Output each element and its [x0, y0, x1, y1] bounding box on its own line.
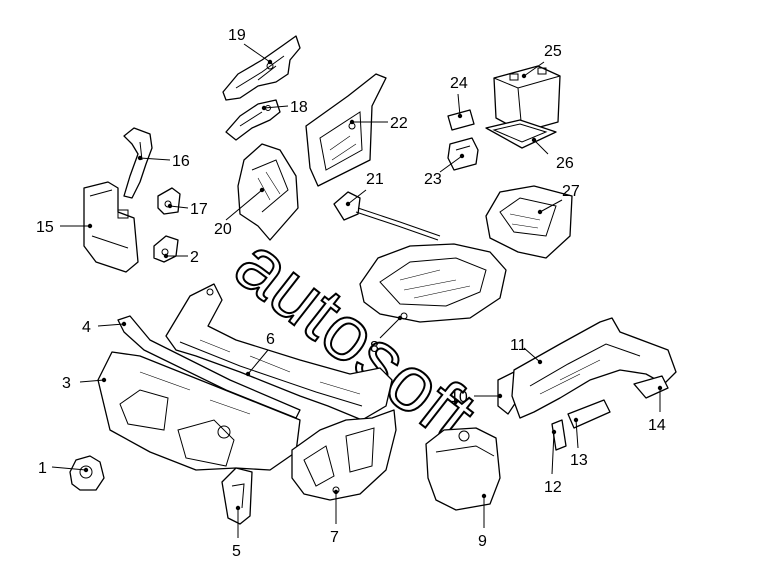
part-26-tray-pad[interactable]	[485, 119, 557, 149]
leader-line-18	[263, 105, 289, 109]
part-13-plate[interactable]	[567, 399, 611, 429]
leader-dot-9	[481, 493, 487, 499]
part-12-bracket[interactable]	[551, 419, 567, 451]
callout-24[interactable]: 24	[450, 75, 468, 92]
leader-dot-10	[497, 393, 503, 399]
leader-line-21	[347, 189, 367, 205]
callout-26[interactable]: 26	[556, 155, 574, 172]
leader-dot-17	[167, 203, 173, 209]
part-20-strut-tower[interactable]	[237, 143, 299, 241]
leader-dot-19	[267, 59, 273, 65]
callout-25[interactable]: 25	[544, 43, 562, 60]
leader-dot-1	[83, 467, 89, 473]
part-27-battery-tray[interactable]	[485, 185, 573, 259]
leader-line-26	[533, 139, 549, 155]
part-4-rail[interactable]	[117, 315, 301, 419]
leader-dot-23	[459, 153, 465, 159]
leader-dot-6	[245, 371, 251, 377]
callout-17[interactable]: 17	[190, 201, 208, 218]
leader-line-16	[139, 157, 171, 161]
leader-dot-11	[537, 359, 543, 365]
leader-dot-15	[87, 223, 93, 229]
callout-4[interactable]: 4	[82, 319, 91, 336]
leader-dot-13	[573, 417, 579, 423]
leader-line-6	[247, 349, 269, 375]
leader-dot-21	[345, 201, 351, 207]
leader-line-13	[575, 419, 579, 449]
leader-line-17	[169, 205, 189, 209]
callout-3[interactable]: 3	[62, 375, 71, 392]
leader-dot-26	[531, 137, 537, 143]
part-5-bracket[interactable]	[221, 467, 253, 525]
leader-dot-5	[235, 505, 241, 511]
leader-line-27	[539, 199, 563, 213]
callout-2[interactable]: 2	[190, 249, 199, 266]
part-19-bracket[interactable]	[222, 35, 301, 101]
leader-line-11	[523, 347, 541, 363]
part-24-pad[interactable]	[447, 109, 475, 131]
part-25-battery[interactable]	[493, 65, 561, 133]
leader-dot-14	[657, 385, 663, 391]
leader-line-25	[523, 61, 545, 77]
leader-dot-8	[397, 315, 403, 321]
leader-dot-22	[349, 119, 355, 125]
leader-line-8	[379, 317, 401, 339]
leader-line-24	[457, 93, 461, 117]
callout-20[interactable]: 20	[214, 221, 232, 238]
callout-1[interactable]: 1	[38, 460, 47, 477]
callout-10[interactable]: 10	[450, 389, 468, 406]
callout-16[interactable]: 16	[172, 153, 190, 170]
callout-6[interactable]: 6	[266, 331, 275, 348]
part-8-cover[interactable]	[359, 243, 507, 323]
leader-line-1	[51, 466, 87, 471]
part-17-clip[interactable]	[157, 187, 181, 215]
leader-line-3	[79, 379, 105, 383]
callout-12[interactable]: 12	[544, 479, 562, 496]
leader-line-12	[551, 431, 555, 475]
leader-dot-25	[521, 73, 527, 79]
leader-dot-27	[537, 209, 543, 215]
part-1-horn[interactable]	[69, 455, 105, 491]
part-22-panel[interactable]	[305, 73, 387, 187]
part-21-rod[interactable]	[333, 191, 441, 241]
leader-dot-24	[457, 113, 463, 119]
callout-5[interactable]: 5	[232, 543, 241, 560]
callout-14[interactable]: 14	[648, 417, 666, 434]
part-23-bracket[interactable]	[447, 137, 479, 171]
leader-line-19	[243, 43, 271, 63]
callout-23[interactable]: 23	[424, 171, 442, 188]
part-18-bracket[interactable]	[225, 99, 281, 141]
callout-labels: 1234567891011121314151617181920212223242…	[36, 27, 666, 560]
callout-21[interactable]: 21	[366, 171, 384, 188]
leader-dot-3	[101, 377, 107, 383]
leader-line-4	[97, 323, 125, 327]
leader-dot-16	[137, 155, 143, 161]
leader-line-20	[225, 189, 263, 221]
callout-27[interactable]: 27	[562, 183, 580, 200]
part-15-tank[interactable]	[83, 181, 139, 273]
leader-dot-7	[333, 489, 339, 495]
leader-line-23	[439, 155, 463, 173]
part-9-reservoir[interactable]	[425, 427, 501, 511]
part-14-bracket[interactable]	[633, 375, 669, 399]
leader-dot-18	[261, 105, 267, 111]
callout-22[interactable]: 22	[390, 115, 408, 132]
callout-18[interactable]: 18	[290, 99, 308, 116]
leader-dot-12	[551, 429, 557, 435]
callout-19[interactable]: 19	[228, 27, 246, 44]
callout-11[interactable]: 11	[510, 337, 527, 354]
callout-7[interactable]: 7	[330, 529, 339, 546]
part-11-side-member[interactable]	[511, 317, 677, 419]
callout-9[interactable]: 9	[478, 533, 487, 550]
part-6-upper-frame[interactable]	[165, 283, 393, 421]
part-16-hose[interactable]	[123, 127, 153, 199]
leader-dot-4	[121, 321, 127, 327]
callout-15[interactable]: 15	[36, 219, 54, 236]
part-7-side-frame[interactable]	[291, 409, 397, 501]
leader-dot-20	[259, 187, 265, 193]
leader-dot-2	[163, 253, 169, 259]
callout-8[interactable]: 8	[370, 339, 379, 356]
callout-13[interactable]: 13	[570, 452, 588, 469]
